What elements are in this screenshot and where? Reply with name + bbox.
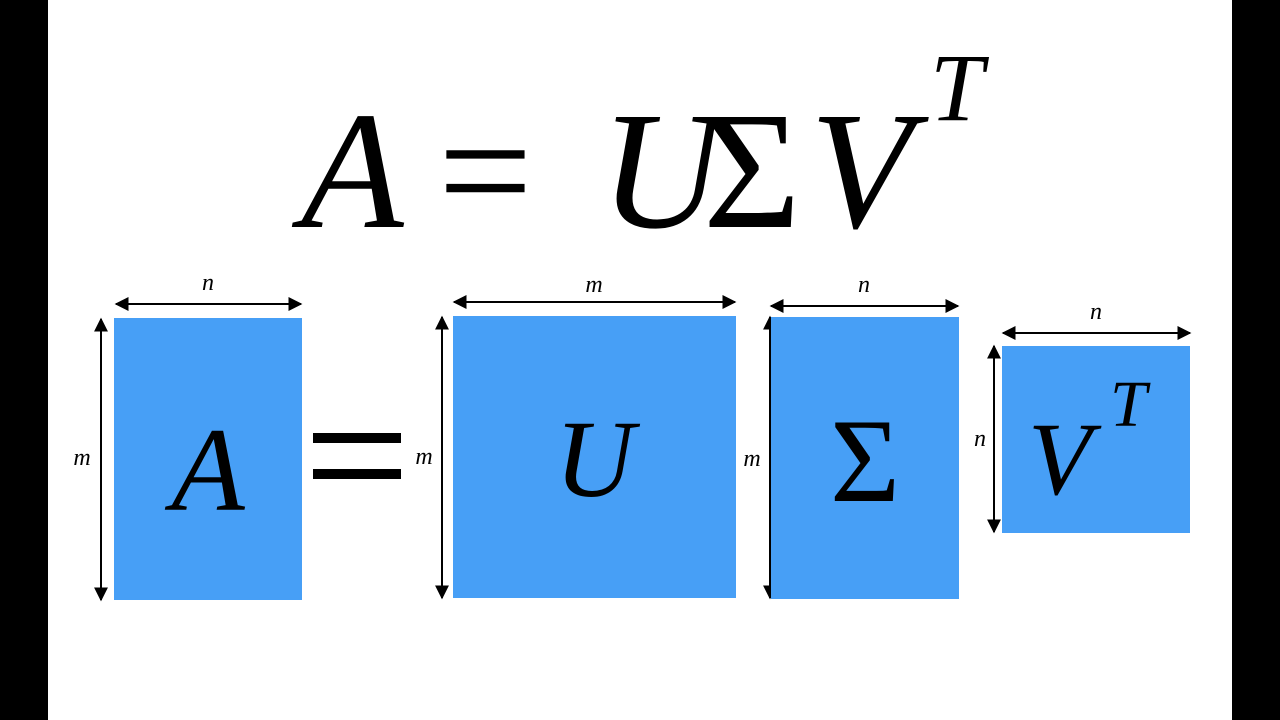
matrix-vt-width-label: n <box>1090 299 1102 325</box>
matrix-u-label: U <box>554 398 635 520</box>
matrix-a-width-label: n <box>202 270 214 296</box>
equals-bar-bottom <box>313 469 401 479</box>
dimension-arrows <box>94 295 1192 602</box>
matrix-sigma-height-label: m <box>743 446 761 472</box>
matrix-vt-superscript: T <box>1110 368 1147 441</box>
equation-v: V <box>810 78 913 264</box>
equation-transpose: T <box>930 34 984 141</box>
matrix-u-height-label: m <box>415 444 433 470</box>
matrix-sigma-block: Σ <box>771 317 959 599</box>
matrix-vt-height-label: n <box>974 426 986 452</box>
matrix-u-width-label: m <box>585 272 603 298</box>
equals-bar-top <box>313 433 401 443</box>
equation-a: A <box>301 78 404 264</box>
matrix-a-block: A <box>114 318 302 600</box>
equals-sign <box>313 433 401 479</box>
svd-equation: A = U Σ V T <box>298 40 998 260</box>
slide-canvas: A = U Σ V T <box>48 0 1232 720</box>
equation-u: U <box>600 78 722 264</box>
equation-equals: = <box>438 78 533 264</box>
matrix-vt-block: V T <box>1002 346 1190 533</box>
matrix-sigma-width-label: n <box>858 272 870 298</box>
matrix-a-height-label: m <box>73 445 91 471</box>
matrix-sigma-label: Σ <box>830 394 900 527</box>
equation-sigma: Σ <box>703 78 801 264</box>
matrix-vt-label: V <box>1028 402 1092 517</box>
matrix-u-block: U <box>453 316 736 598</box>
matrix-a-label: A <box>171 403 245 536</box>
